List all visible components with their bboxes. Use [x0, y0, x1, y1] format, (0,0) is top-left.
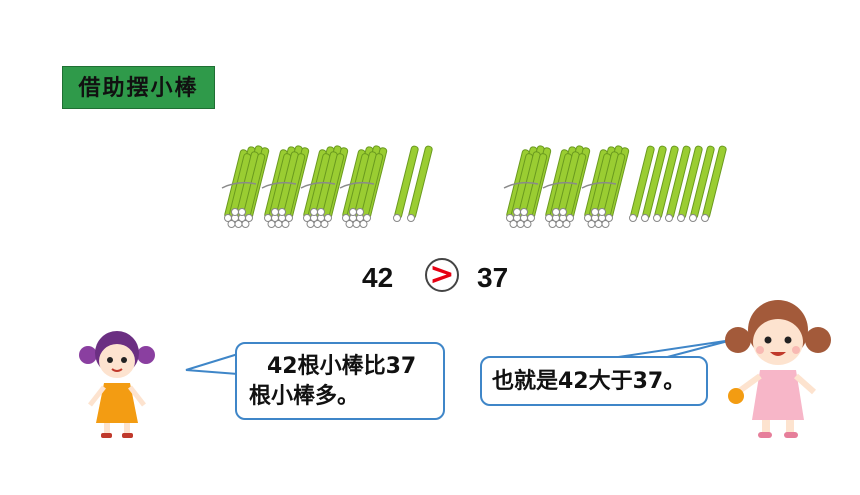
- sticks-group-42: [220, 140, 480, 240]
- sticks-42-graphic: [221, 144, 434, 229]
- sticks-group-37: [502, 140, 762, 240]
- bubble-left-tail: [185, 353, 239, 375]
- bubble-left-line2: 根小棒多。: [249, 384, 360, 409]
- girl-right-illustration: [725, 300, 831, 438]
- number-42: 42: [362, 262, 394, 293]
- greater-than-symbol: >: [425, 258, 459, 292]
- speech-bubble-left: 42根小棒比37 根小棒多。: [235, 342, 445, 420]
- girl-left-illustration: [79, 331, 155, 438]
- sticks-37-graphic: [503, 144, 728, 229]
- number-37: 37: [477, 262, 509, 293]
- speech-bubble-right: 也就是42大于37。: [480, 356, 708, 406]
- lesson-title: 借助摆小棒: [62, 66, 215, 109]
- bubble-left-line1: 42根小棒比37: [267, 354, 417, 379]
- bubble-right-text: 也就是42大于37。: [492, 369, 686, 394]
